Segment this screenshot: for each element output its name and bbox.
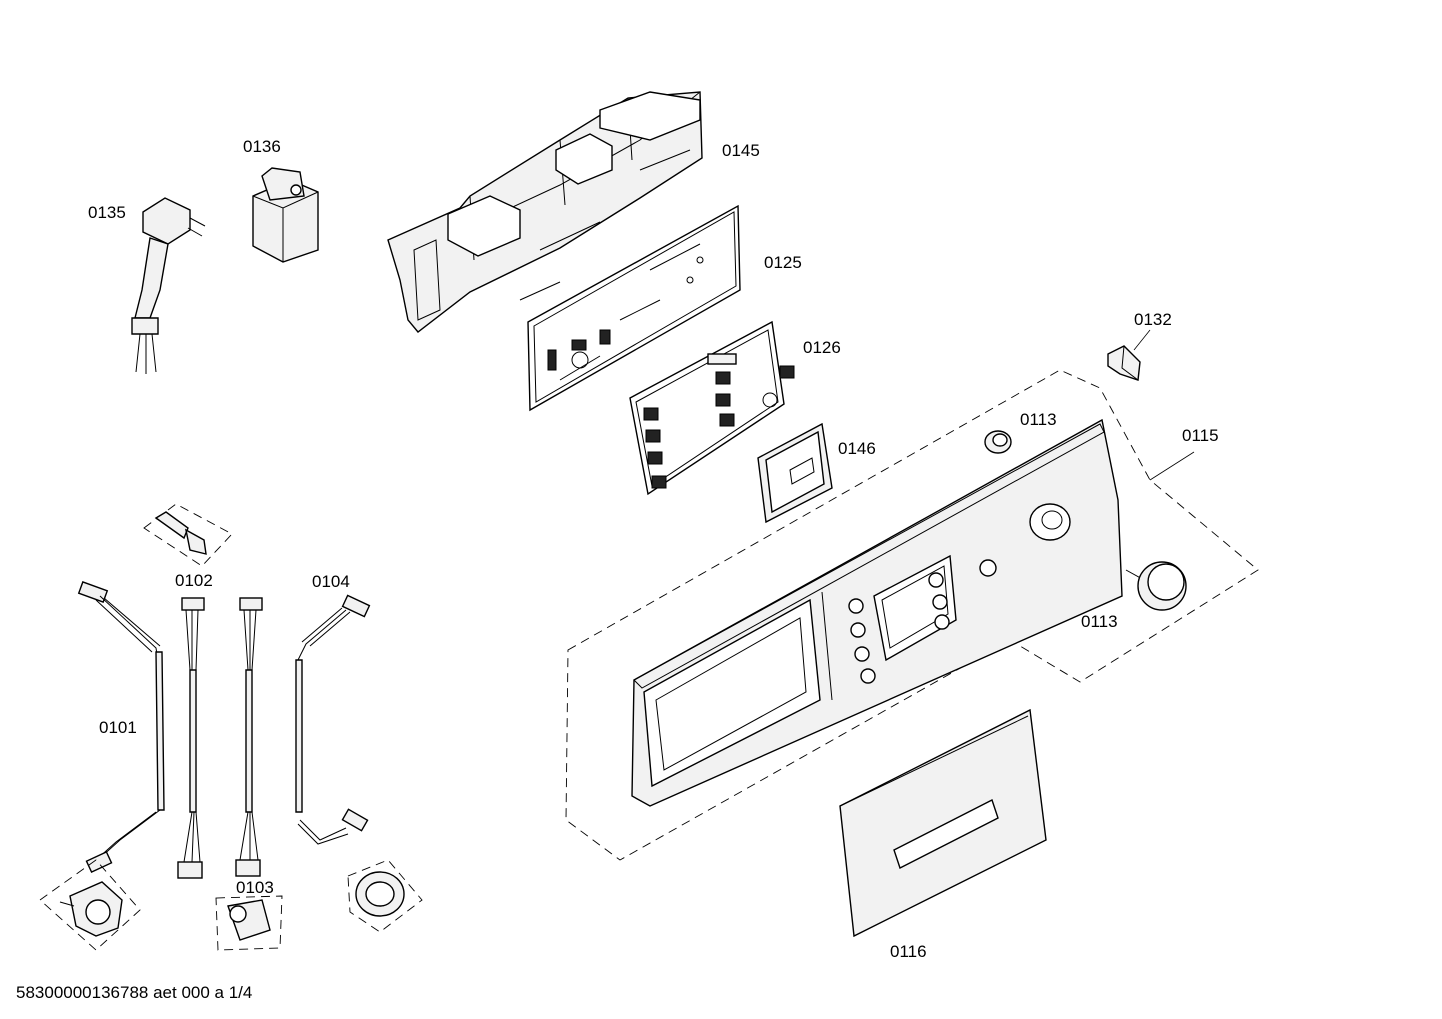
label-0103: 0103 (236, 878, 274, 897)
label-0136: 0136 (243, 137, 281, 156)
temperature-sensor-part (143, 503, 233, 567)
display-frame-part (757, 422, 833, 524)
label-0115: 0115 (1182, 426, 1219, 445)
label-0135: 0135 (88, 203, 126, 222)
control-panel-fascia-part (631, 418, 1123, 807)
label-0126: 0126 (803, 338, 841, 357)
label-0116: 0116 (890, 942, 927, 961)
interference-filter-part (252, 167, 319, 263)
level-sensor-part (347, 859, 423, 933)
pump-part (39, 859, 141, 951)
pressure-switch-part (215, 895, 283, 951)
label-0125: 0125 (764, 253, 802, 272)
label-0113-upper: 0113 (1020, 410, 1057, 429)
label-0101: 0101 (99, 718, 137, 737)
label-0132: 0132 (1134, 310, 1172, 329)
wire-harness-0101-part (77, 581, 165, 874)
panel-assembly-boundary (565, 369, 1259, 861)
label-0104: 0104 (312, 572, 350, 591)
wire-harness-0103-part (235, 597, 263, 877)
wire-harness-0102-part (177, 597, 205, 879)
power-cord-part (131, 197, 206, 374)
encoder-knobs-group (643, 365, 795, 489)
label-0102: 0102 (175, 571, 213, 590)
retaining-clip-part (1107, 345, 1141, 381)
leader-lines (1133, 329, 1195, 481)
module-housing-part (387, 91, 703, 333)
upper-knob-part (984, 430, 1012, 454)
selector-knob-part (1125, 561, 1187, 611)
control-circuit-board-part (629, 320, 795, 496)
wire-harness-0104-part (295, 594, 371, 845)
label-0145: 0145 (722, 141, 760, 160)
drawer-handle-part (839, 708, 1047, 938)
label-0146: 0146 (838, 439, 876, 458)
drawing-reference-number: 58300000136788 aet 000 a 1/4 (16, 983, 252, 1002)
main-circuit-board-part (527, 204, 741, 412)
label-0113-lower: 0113 (1081, 612, 1118, 631)
